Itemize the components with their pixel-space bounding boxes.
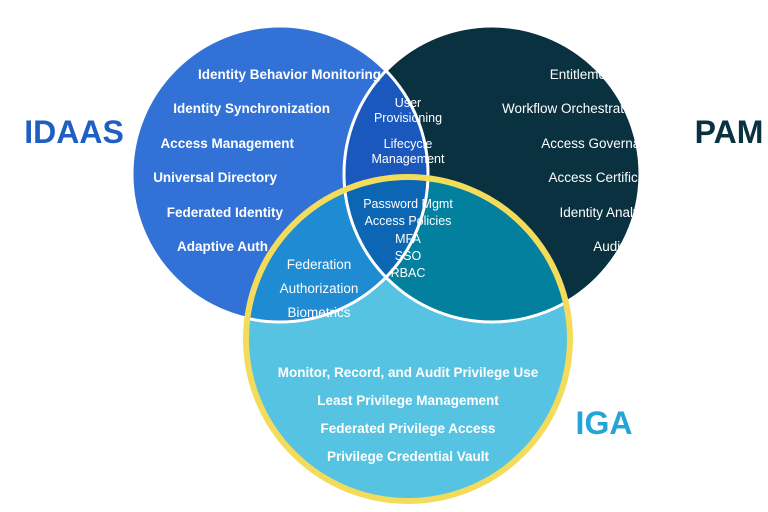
idaas-iga-item: Federation	[287, 257, 352, 272]
center-item: RBAC	[391, 266, 426, 280]
iga-item: Least Privilege Management	[317, 393, 499, 408]
iga-title: IGA	[576, 405, 633, 441]
iga-item: Federated Privilege Access	[320, 421, 495, 436]
pam-item: Access Governance	[541, 136, 662, 151]
iga-outline	[243, 174, 573, 504]
idaas-item: Universal Directory	[153, 170, 277, 185]
center-item: MFA	[395, 232, 421, 246]
idaas-outline	[130, 24, 430, 324]
pam-item: Entitlements	[550, 67, 625, 82]
pam-item: Workflow Orchestration	[502, 101, 642, 116]
center-item: Access Policies	[365, 214, 452, 228]
iga-item: Privilege Credential Vault	[327, 449, 490, 464]
pam-item: Auditing	[593, 239, 642, 254]
idaas-pam-item: Management	[372, 152, 445, 166]
idaas-iga-item: Authorization	[280, 281, 359, 296]
idaas-iga-item: Biometrics	[287, 305, 350, 320]
idaas-pam-item: User	[395, 96, 421, 110]
idaas-pam-item: Provisioning	[374, 111, 442, 125]
pam-item: Access Certification	[548, 170, 667, 185]
pam-iga-overlap	[344, 177, 570, 322]
idaas-iga-overlap	[246, 177, 428, 322]
idaas-pam-item: Lifecycle	[384, 137, 433, 151]
idaas-item: Adaptive Auth	[177, 239, 268, 254]
center-item: SSO	[395, 249, 422, 263]
idaas-title: IDAAS	[24, 114, 124, 150]
idaas-item: Identity Behavior Monitoring	[198, 67, 381, 82]
pam-title: PAM	[695, 114, 764, 150]
pam-item: Identity Analytics	[559, 205, 660, 220]
idaas-item: Identity Synchronization	[173, 101, 330, 116]
idaas-item: Access Management	[160, 136, 294, 151]
idaas-item: Federated Identity	[167, 205, 284, 220]
iga-item: Monitor, Record, and Audit Privilege Use	[278, 365, 539, 380]
center-item: Password Mgmt	[363, 197, 453, 211]
pam-outline	[342, 24, 642, 324]
